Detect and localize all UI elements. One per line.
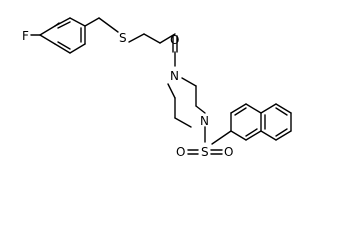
sulfonyl-oxygen-left-atom: O bbox=[176, 145, 185, 159]
naphthalene-ring bbox=[230, 103, 292, 141]
fluorine-atom: F bbox=[22, 29, 29, 43]
s-ch2-bond bbox=[128, 33, 145, 43]
sulfonyl-oxygen-right-atom: O bbox=[224, 145, 233, 159]
thioether-sulfur-atom: S bbox=[119, 31, 127, 45]
ring-s-bond bbox=[98, 17, 119, 33]
ch2-carbonyl-bond bbox=[143, 33, 161, 44]
molecule-diagram: F S O N N S O O bbox=[22, 17, 292, 159]
piperazine-n1-atom: N bbox=[170, 69, 179, 83]
carbonyl-oxygen-atom: O bbox=[170, 33, 179, 47]
piperazine-ring bbox=[167, 77, 206, 128]
piperazine-n4-atom: N bbox=[200, 114, 209, 128]
s-naphthyl-bond bbox=[211, 130, 232, 145]
fluorophenyl-ring bbox=[39, 17, 100, 54]
ch2-carbonyl-bond-2 bbox=[159, 33, 176, 44]
sulfonyl-sulfur-atom: S bbox=[201, 145, 209, 159]
